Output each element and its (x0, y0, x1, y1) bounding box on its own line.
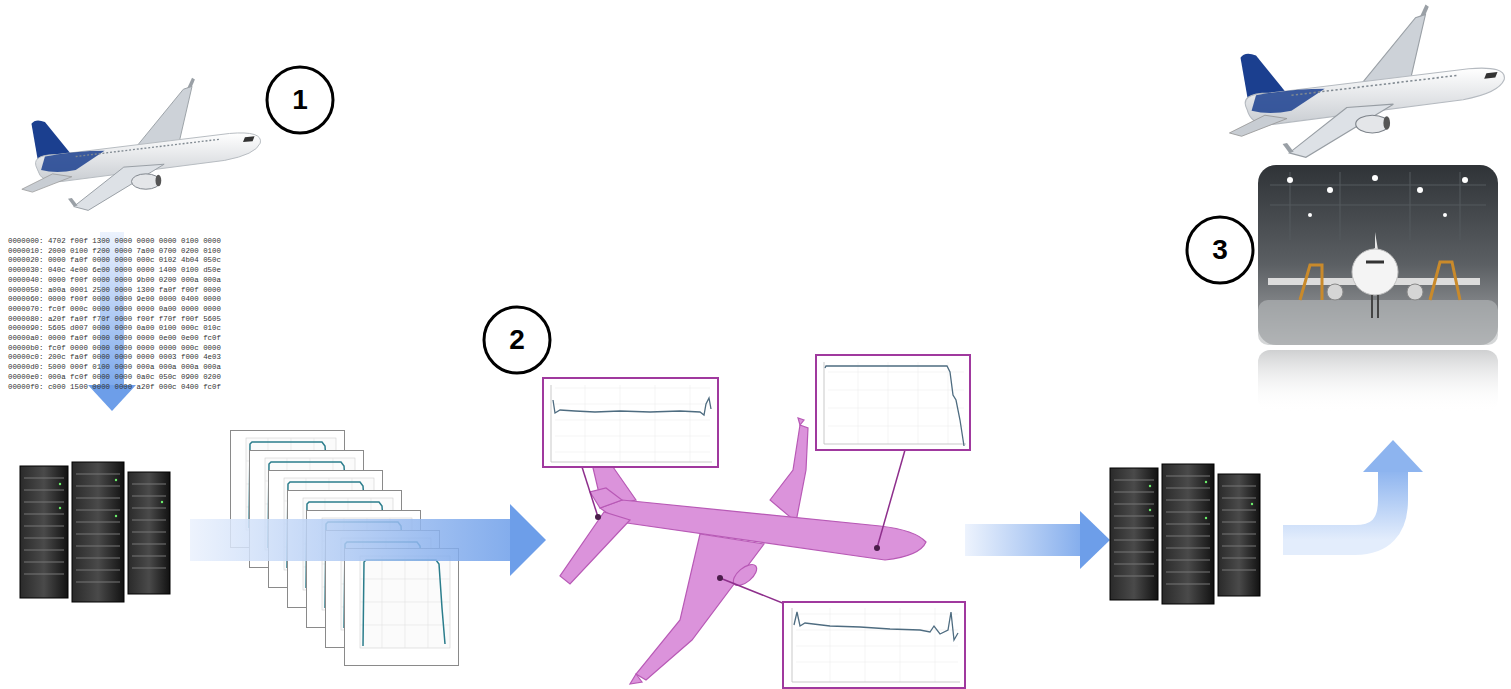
server (20, 462, 170, 602)
far-wing (770, 425, 808, 522)
ceiling-light (1287, 177, 1293, 183)
hangar-roof-beams (1270, 172, 1486, 240)
ceiling-light (1372, 175, 1378, 181)
leader-line (877, 450, 905, 548)
data-curve (553, 398, 711, 415)
flow-arrow-head (510, 504, 546, 576)
leader-dot (595, 514, 601, 520)
flow-arrow-head (1080, 511, 1110, 569)
hex-dump-line: 00000b0: fc0f 0000 0000 0000 0000 0000 0… (8, 345, 221, 352)
inset-chart (816, 355, 970, 450)
inset-chart (783, 602, 965, 688)
hex-dump-line: 00000d0: 5000 000f 0100 0000 000a 000a 0… (8, 364, 221, 371)
chart-sheet (345, 549, 459, 666)
engine (730, 561, 760, 590)
engine (1407, 284, 1423, 300)
aircraft-tail (1372, 232, 1378, 250)
flow-arrow-body (965, 524, 1083, 556)
cockpit-window (1366, 261, 1384, 264)
hex-dump-line: 00000f0: c000 1500 0000 0000 a20f 000c 0… (8, 384, 221, 391)
inset-frame (783, 602, 965, 688)
callout-circle: 2 (482, 305, 552, 375)
leader-dot (717, 575, 723, 581)
ceiling-light (1308, 213, 1312, 217)
ceiling-light (1327, 187, 1333, 193)
axes (792, 608, 960, 682)
callout-circle-shape (267, 67, 333, 133)
photo-frame (1258, 165, 1498, 345)
flow-arrow-head (1363, 440, 1423, 472)
inset-chart (543, 378, 718, 467)
aircraft-front (1352, 249, 1398, 295)
callout-circle-shape (1187, 217, 1253, 283)
callout-circle-shape (484, 307, 550, 373)
ceiling-lights (1287, 175, 1468, 217)
grid-lines (796, 608, 958, 682)
engine (1327, 284, 1343, 300)
leader-line (582, 467, 598, 517)
callout-number: 3 (1212, 236, 1228, 264)
inset-frame (816, 355, 970, 450)
flow-arrow-body (1283, 470, 1393, 540)
data-curve (825, 366, 964, 446)
server (1110, 464, 1260, 604)
leader-lines (582, 450, 905, 606)
aircraft (1229, 4, 1504, 157)
leader-dots (595, 514, 880, 581)
data-curve (794, 612, 958, 640)
hex-dump-line: 00000c0: 200c fa0f 0000 0000 0000 0003 f… (8, 354, 221, 361)
hex-dump-line: 0000080: a20f fa0f f70f 0000 f00f f70f f… (8, 316, 221, 323)
hex-dump-line: 0000060: 0000 f00f 0000 0000 9e00 0000 0… (8, 296, 221, 303)
hex-dump-line: 0000010: 2000 0100 f200 0000 7a00 0700 0… (8, 248, 221, 255)
aircraft (22, 78, 261, 211)
hex-dump-line: 00000a0: 0000 fa0f 0000 0000 0000 0e00 0… (8, 335, 221, 342)
axes (551, 385, 712, 462)
hex-dump-line: 0000090: 5605 d007 0000 0000 0a00 0100 0… (8, 325, 221, 332)
callout-number: 2 (509, 326, 525, 354)
callout-circle: 1 (265, 65, 335, 135)
hex-dump-line: 0000050: a00a 0001 2500 0000 1300 fa0f f… (8, 287, 221, 294)
axes (824, 362, 966, 444)
hex-dump-line: 0000020: 0000 fa0f 0000 0000 000c 0102 4… (8, 257, 221, 264)
hex-dump-line: 0000030: 040c 4e00 6e00 0000 0000 1400 0… (8, 267, 221, 274)
landing-gear (1372, 295, 1378, 318)
winglet (798, 418, 804, 425)
hex-dump-line: 00000e0: 000a fc0f 0000 0000 0a0c 050c 0… (8, 374, 221, 381)
maintenance-stands (1300, 262, 1460, 300)
winglet (630, 674, 642, 684)
ceiling-light (1462, 177, 1468, 183)
near-wing (636, 534, 764, 680)
grid-lines (828, 362, 964, 444)
inset-frame (543, 378, 718, 467)
hex-dump-line: 0000000: 4702 f00f 1300 0000 0000 0000 0… (8, 238, 221, 245)
callout-circle: 3 (1185, 215, 1255, 285)
leader-dot (874, 545, 880, 551)
hangar-photo (1258, 165, 1498, 412)
fuselage (600, 500, 926, 560)
hex-dump-line: 0000040: 0000 f00f 0000 0000 9b00 0200 0… (8, 277, 221, 284)
hex-dump-line: 0000070: fc0f 000c 0000 0000 0000 0a00 0… (8, 306, 221, 313)
grid-lines (555, 385, 710, 462)
flow-arrow-body (190, 519, 512, 561)
photo-reflection (1258, 350, 1498, 412)
ceiling-light (1417, 187, 1423, 193)
callout-number: 1 (292, 86, 308, 114)
leader-line (720, 578, 790, 606)
stabilizer (560, 512, 630, 584)
ceiling-light (1443, 213, 1447, 217)
